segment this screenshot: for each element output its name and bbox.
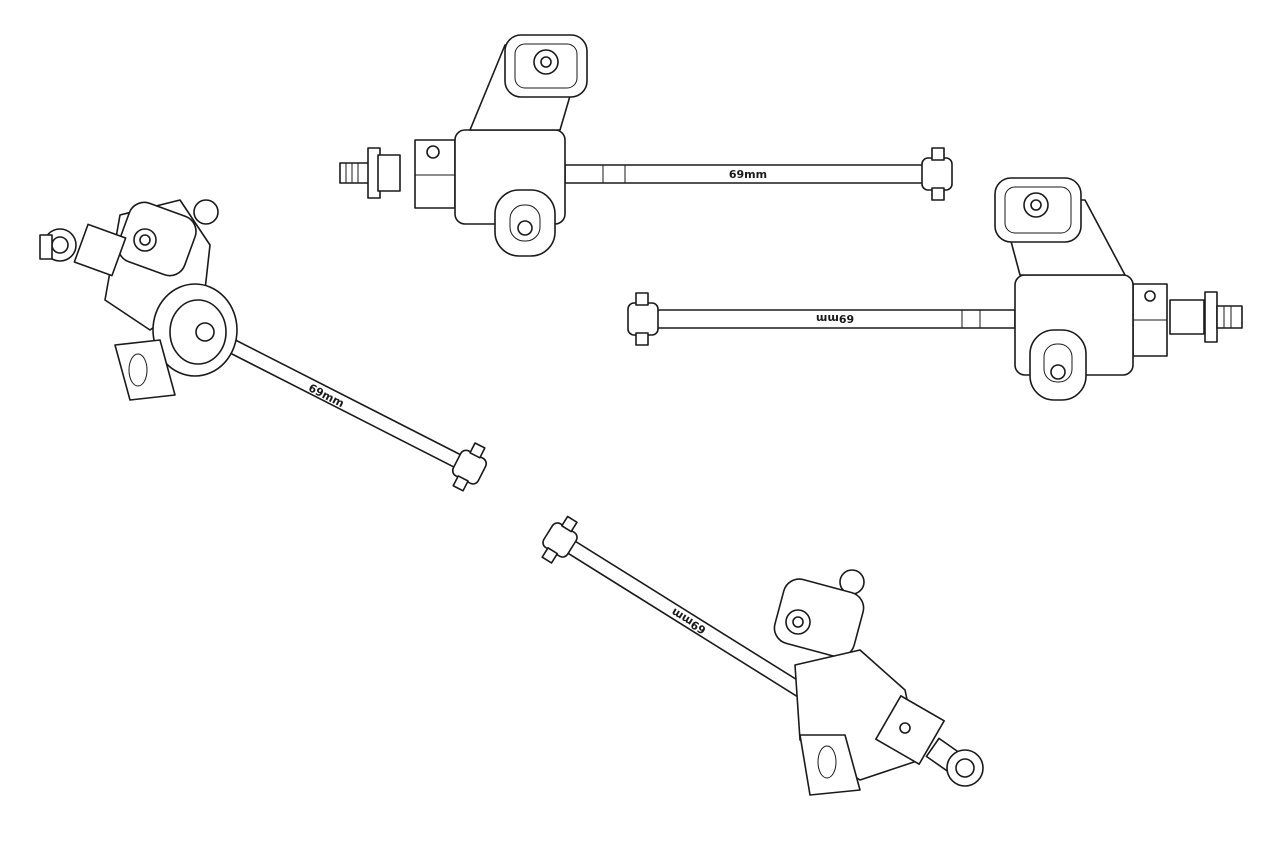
right-shaft-label: 69mm — [816, 312, 854, 325]
top-axle-nut — [339, 139, 456, 209]
view-left-iso: 69mm — [39, 199, 488, 492]
right-axle-nut — [1132, 283, 1243, 357]
left-steering-knuckle — [104, 199, 238, 401]
view-bottom-iso: 69mm — [541, 515, 984, 796]
bottom-axle-nut — [875, 695, 984, 787]
left-axle-nut — [39, 223, 127, 277]
left-drive-shaft: 69mm — [216, 332, 488, 492]
bottom-drive-shaft: 69mm — [541, 515, 813, 702]
top-drive-shaft: 69mm — [564, 147, 953, 201]
view-top-front: 69mm — [339, 34, 953, 257]
right-drive-shaft: 69mm — [627, 292, 1016, 346]
right-steering-knuckle — [994, 177, 1134, 401]
top-steering-knuckle — [454, 34, 588, 257]
view-right-rear: 69mm — [627, 177, 1243, 401]
top-shaft-label: 69mm — [729, 168, 767, 181]
